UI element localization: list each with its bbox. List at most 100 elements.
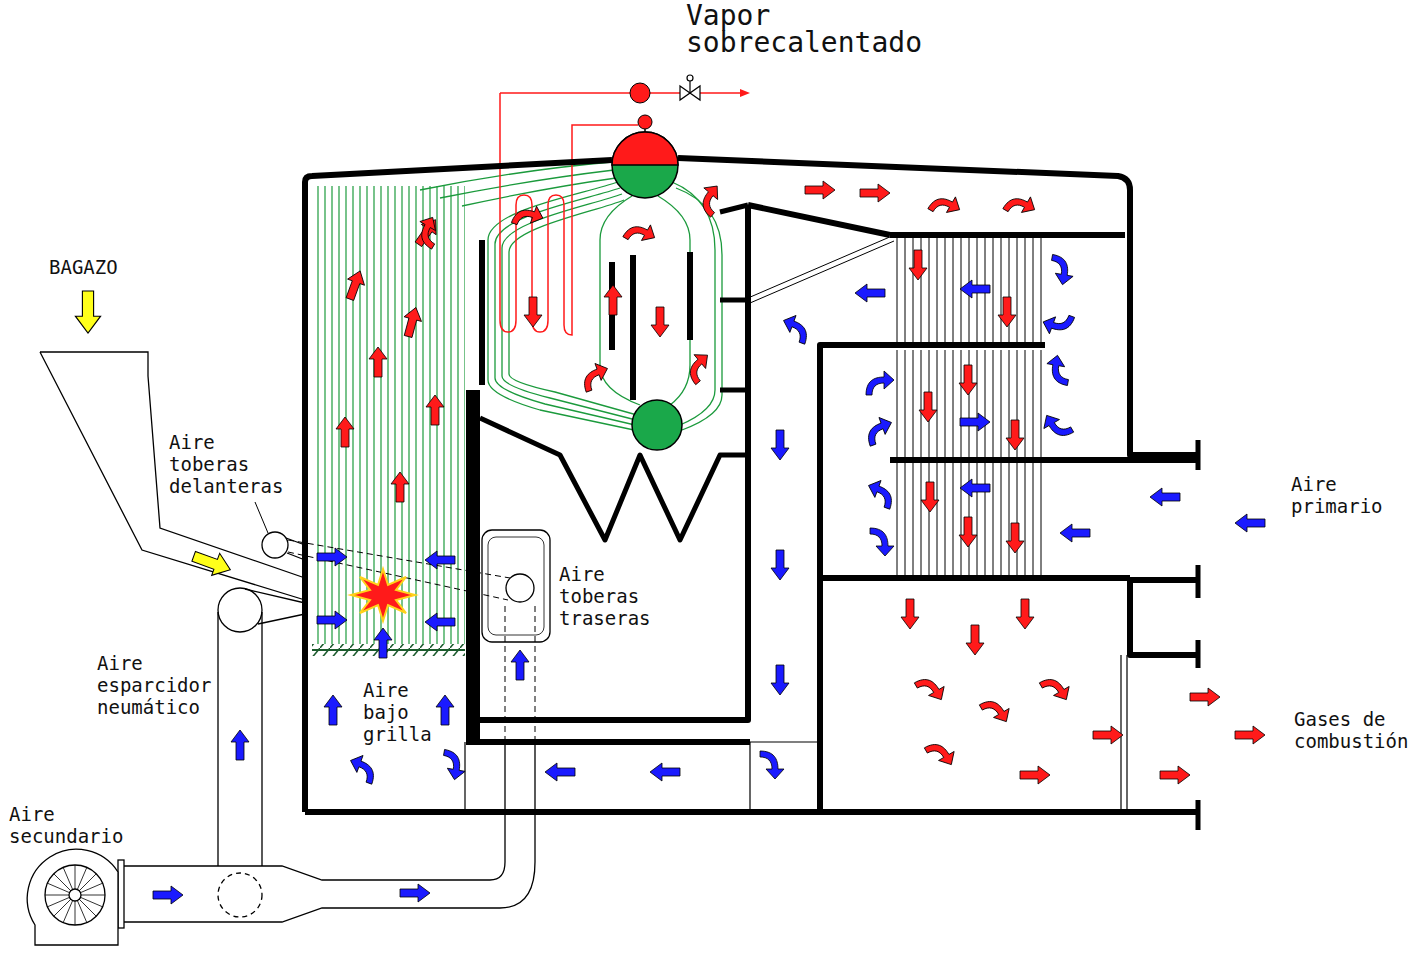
gas-flow-arrows xyxy=(399,305,424,339)
label-text: Aire toberas traseras xyxy=(558,563,652,629)
gas-flow-arrows xyxy=(1235,726,1265,744)
valve-symbol xyxy=(687,75,693,81)
fuel-chute xyxy=(40,352,305,600)
air-nozzles xyxy=(286,538,305,560)
fuel-chute xyxy=(40,352,305,600)
air-flow-arrows xyxy=(440,749,468,781)
water-wall-tubes xyxy=(312,186,465,644)
superheater xyxy=(630,83,650,103)
inner-walls xyxy=(465,236,1127,812)
boiler-walls xyxy=(480,418,745,540)
air-flow-arrows xyxy=(153,254,1265,904)
label-text: Aire secundario xyxy=(8,803,124,847)
gas-flow-arrows xyxy=(511,200,546,232)
air-flow-arrows xyxy=(153,886,183,904)
inner-walls xyxy=(748,236,894,303)
air-flow-arrows xyxy=(1235,514,1265,532)
label-text: Aire bajo grilla xyxy=(362,679,433,745)
air-flow-arrows xyxy=(374,628,392,658)
gas-flow-arrows xyxy=(369,347,387,377)
grate xyxy=(312,644,465,656)
gas-flow-arrows xyxy=(1016,599,1034,629)
gas-flow-arrows xyxy=(1160,766,1190,784)
label-text: Aire primario xyxy=(1290,473,1384,517)
valve-symbol xyxy=(680,75,700,100)
steam-drum xyxy=(612,132,678,198)
air-heater-tubes xyxy=(893,238,1045,343)
fan-symbol xyxy=(45,865,105,925)
steam-drum xyxy=(612,132,682,450)
grate xyxy=(312,649,465,651)
air-flow-arrows xyxy=(425,613,455,631)
air-flow-arrows xyxy=(650,763,680,781)
boiler-walls xyxy=(748,205,890,235)
label-text: BAGAZO xyxy=(48,256,119,278)
gas-flow-arrows xyxy=(959,517,977,547)
air-flow-arrows xyxy=(317,611,347,629)
air-heater-tubes xyxy=(893,350,1045,458)
gas-flow-arrows xyxy=(959,365,977,395)
air-flow-arrows xyxy=(436,695,454,725)
air-flow-arrows xyxy=(1040,308,1075,340)
gas-flow-arrows xyxy=(391,472,409,502)
gas-flow-arrows xyxy=(979,693,1014,729)
boiler-walls xyxy=(305,158,1198,830)
grate xyxy=(312,644,465,656)
air-flow-arrows xyxy=(870,528,894,556)
air-flow-arrows xyxy=(231,730,249,760)
air-flow-arrows xyxy=(960,280,990,298)
air-flow-arrows xyxy=(771,665,789,695)
air-heater-tubes xyxy=(893,463,1045,575)
gas-flow-arrows xyxy=(680,348,717,384)
superheater xyxy=(500,83,750,335)
gas-flow-arrows xyxy=(623,216,659,251)
air-flow-arrows xyxy=(324,695,342,725)
superheater xyxy=(500,93,638,335)
gas-flow-arrows xyxy=(692,180,728,217)
air-ducts xyxy=(218,612,262,866)
air-flow-arrows xyxy=(866,371,894,395)
fuel-chute xyxy=(40,352,305,578)
fan-symbol xyxy=(45,865,105,925)
gas-flow-arrows xyxy=(919,392,937,422)
boiler-walls xyxy=(482,240,690,400)
gas-flow-arrows xyxy=(928,188,964,223)
gas-flow-arrows xyxy=(524,297,542,327)
air-nozzles xyxy=(255,502,268,533)
air-ducts xyxy=(245,589,305,624)
gas-flow-arrows xyxy=(805,181,835,199)
label-text: Gases de combustión xyxy=(1293,708,1409,752)
air-ducts xyxy=(118,588,535,928)
gas-flow-arrows xyxy=(651,307,669,337)
gas-flow-arrows xyxy=(860,184,890,202)
air-flow-arrows xyxy=(425,551,455,569)
air-flow-arrows xyxy=(862,414,897,446)
gas-flow-arrows xyxy=(901,599,919,629)
air-flow-arrows xyxy=(400,884,430,902)
gas-flow-arrows xyxy=(336,180,1265,784)
boiler-walls xyxy=(890,232,1125,238)
fuel-arrows xyxy=(75,291,100,333)
air-flow-arrows xyxy=(778,312,813,344)
steam-drum xyxy=(632,400,682,450)
gas-flow-arrows xyxy=(924,736,959,772)
air-flow-arrows xyxy=(1039,408,1074,444)
air-flow-arrows xyxy=(771,430,789,460)
fan-symbol xyxy=(69,889,81,901)
fan-symbol xyxy=(27,849,118,945)
gas-flow-arrows xyxy=(1190,688,1220,706)
air-nozzles xyxy=(482,530,550,642)
label-text: Aire toberas delanteras xyxy=(168,431,284,497)
gas-flow-arrows xyxy=(1093,726,1123,744)
gas-flow-arrows xyxy=(998,297,1016,327)
boiler-walls xyxy=(890,457,1198,463)
superheater xyxy=(638,115,652,129)
inner-walls xyxy=(465,655,1127,812)
air-flow-arrows xyxy=(855,284,885,302)
air-ducts xyxy=(124,742,535,922)
boiler-walls xyxy=(466,739,750,745)
air-flow-arrows xyxy=(1048,254,1076,286)
gas-flow-arrows xyxy=(909,250,927,280)
gas-flow-arrows xyxy=(1006,420,1024,450)
